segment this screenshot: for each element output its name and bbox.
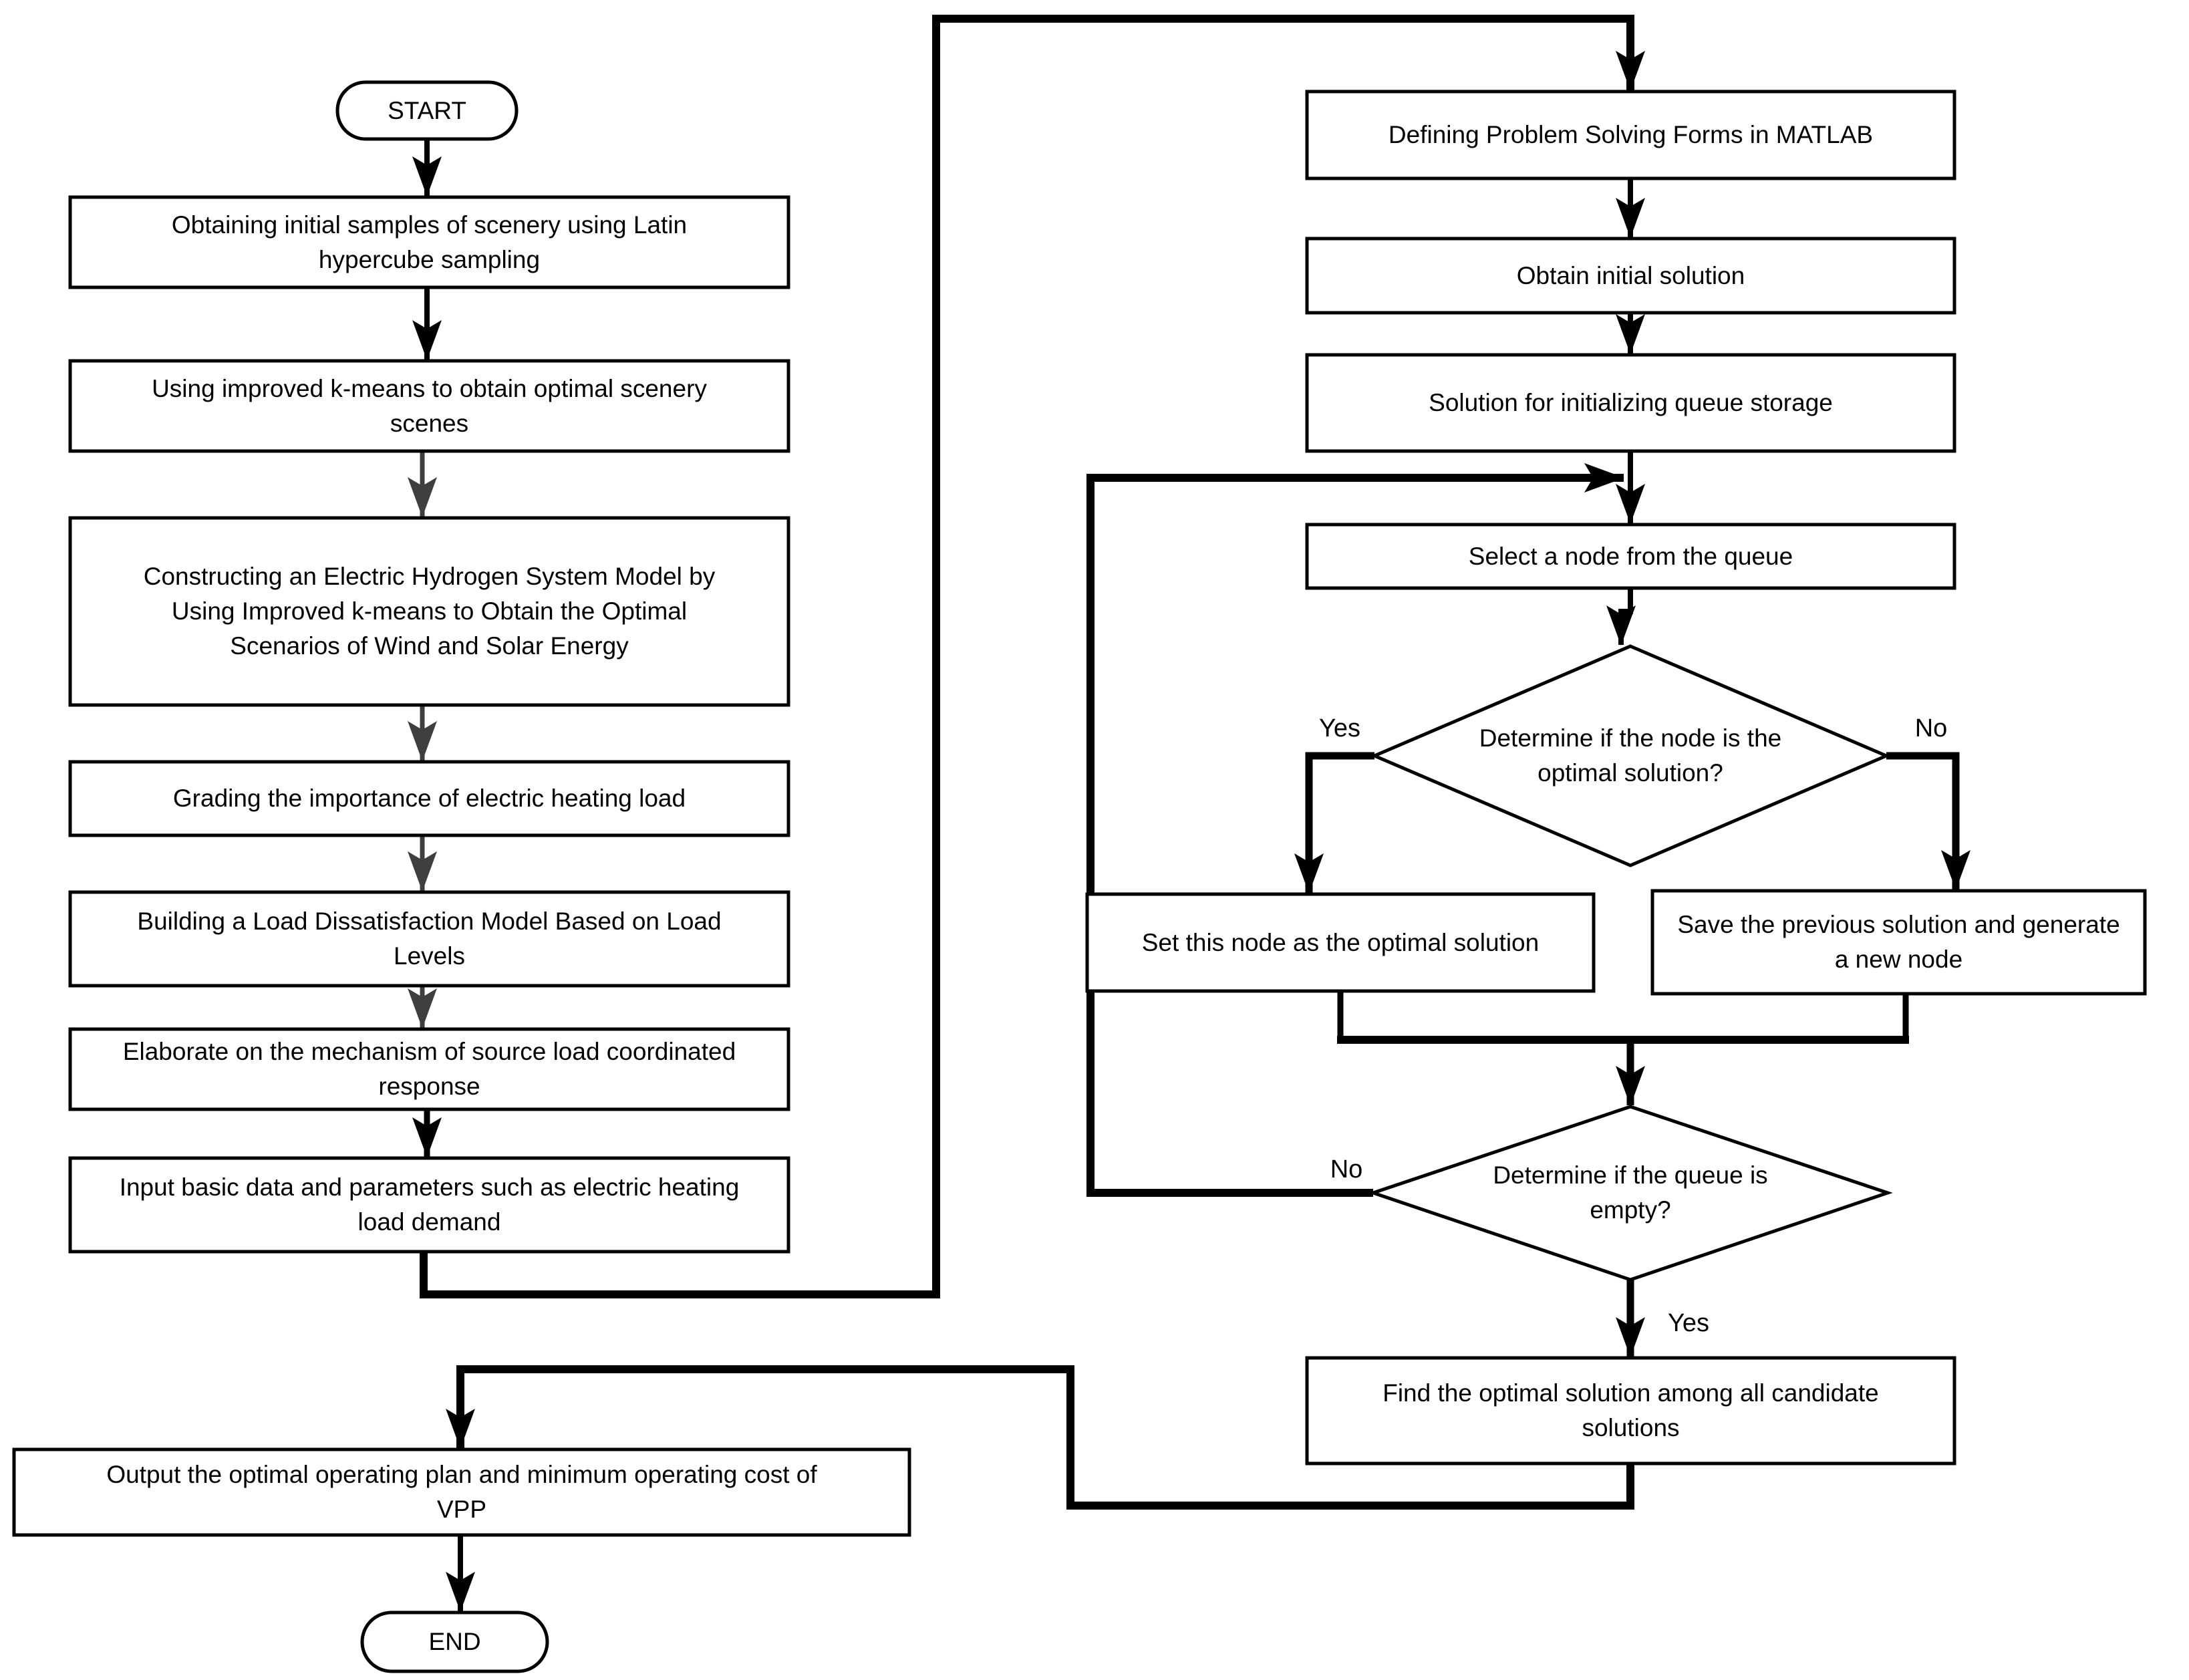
node-dissatisfaction: Building a Load Dissatisfaction Model Ba… [68, 890, 790, 988]
node-start-label: START [388, 96, 466, 124]
node-elaborate: Elaborate on the mechanism of source loa… [68, 1027, 790, 1111]
node-start: START [335, 80, 519, 141]
node-kmeans-scenes: Using improved k-means to obtain optimal… [68, 359, 790, 453]
node-find-optimal: Find the optimal solution among all cand… [1305, 1356, 1956, 1465]
label-queue-empty-yes: Yes [1668, 1309, 1709, 1337]
node-save-generate: Save the previous solution and generate … [1650, 889, 2147, 996]
node-select-node: Select a node from the queue [1305, 523, 1956, 590]
node-initial-solution: Obtain initial solution [1305, 237, 1956, 315]
connector-input-data-to-matlab [420, 15, 1645, 1298]
node-matlab: Defining Problem Solving Forms in MATLAB [1305, 90, 1956, 180]
connector-queue-empty-no-loopback [1086, 463, 1624, 1197]
node-decision-node-optimal: Determine if the node is the optimal sol… [1370, 644, 1891, 867]
node-set-optimal: Set this node as the optimal solution [1085, 892, 1596, 993]
connector-find-to-output [446, 1365, 1634, 1510]
node-construct-model: Constructing an Electric Hydrogen System… [68, 516, 790, 707]
node-end-label: END [428, 1628, 481, 1655]
node-decision-queue-empty: Determine if the queue is empty? [1368, 1105, 1893, 1282]
label-queue-empty-no: No [1330, 1155, 1363, 1183]
node-end: END [360, 1611, 549, 1673]
connector-decision-yes-to-set-optimal [1294, 752, 1374, 893]
node-grading: Grading the importance of electric heati… [68, 760, 790, 837]
node-input-data: Input basic data and parameters such as … [68, 1156, 790, 1254]
arrow-select-node-to-decision [1606, 588, 1636, 646]
node-obtain-samples: Obtaining initial samples of scenery usi… [68, 195, 790, 289]
node-queue-storage: Solution for initializing queue storage [1305, 353, 1956, 453]
connector-decision-no-to-save-generate [1886, 752, 1971, 890]
label-node-optimal-no: No [1915, 714, 1948, 742]
label-node-optimal-yes: Yes [1319, 714, 1360, 742]
node-output-plan: Output the optimal operating plan and mi… [12, 1447, 911, 1537]
